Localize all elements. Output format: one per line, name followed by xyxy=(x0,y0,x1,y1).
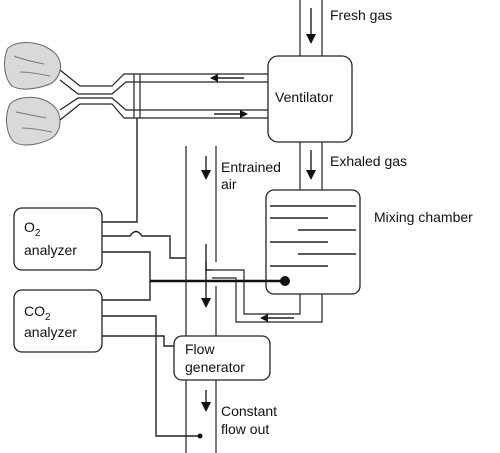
breathing-circuit-tubing xyxy=(59,69,270,121)
exhaled-gas-label: Exhaled gas xyxy=(330,153,407,169)
flow-generator-box xyxy=(173,335,271,381)
o2-analyzer-label-1: O2 xyxy=(24,219,41,239)
o2-prefix: O xyxy=(24,219,35,235)
ventilator-box xyxy=(267,55,353,143)
analyzer-sample-wires xyxy=(102,118,285,439)
ventilator-label: Ventilator xyxy=(275,89,334,105)
co2-prefix: CO xyxy=(24,303,45,319)
constant-flow-label-2: flow out xyxy=(221,421,269,437)
fresh-gas-label: Fresh gas xyxy=(330,7,392,23)
fresh-gas-line xyxy=(299,0,323,58)
exhaled-gas-line xyxy=(299,142,323,190)
constant-flow-label-1: Constant xyxy=(221,403,277,419)
o2-analyzer-label-2: analyzer xyxy=(24,242,77,258)
co2-analyzer-label-1: CO2 xyxy=(24,303,51,323)
co2-subscript: 2 xyxy=(45,312,51,323)
flow-generator-label-2: generator xyxy=(185,359,245,375)
mixing-chamber-label: Mixing chamber xyxy=(374,209,473,225)
expiratory-arrow xyxy=(214,110,248,118)
flow-generator-label-1: Flow xyxy=(185,341,215,357)
entrained-air-label-1: Entrained xyxy=(221,159,281,175)
co2-analyzer-box xyxy=(13,289,103,353)
o2-subscript: 2 xyxy=(35,228,41,239)
chamber-outflow-loop xyxy=(212,269,323,323)
entrained-air-label-2: air xyxy=(221,176,237,192)
mixing-chamber xyxy=(265,189,361,295)
co2-analyzer-label-2: analyzer xyxy=(24,324,77,340)
inspiratory-arrow xyxy=(210,74,244,82)
entrained-air-pipe xyxy=(185,146,217,453)
lungs-icon xyxy=(4,42,61,146)
o2-analyzer-box xyxy=(13,207,103,271)
